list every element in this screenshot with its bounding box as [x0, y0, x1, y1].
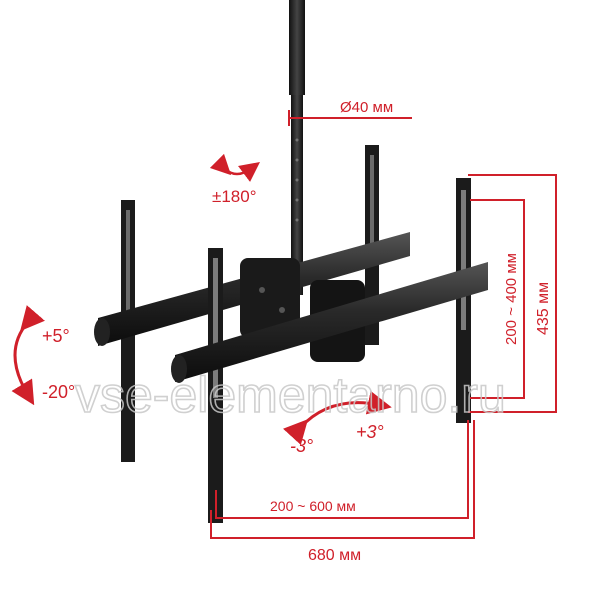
roll-minus-label: -3°: [290, 436, 313, 456]
roll-plus-label: +3°: [356, 422, 384, 442]
front-crossbar: [175, 262, 488, 382]
front-left-rail: [208, 248, 223, 523]
pole-holes: [295, 138, 299, 222]
tilt-arrow-icon: [11, 305, 45, 406]
width-total-label: 680 мм: [308, 547, 361, 564]
swivel-arrow-icon: [209, 153, 261, 182]
pole-diameter-dimension: [288, 110, 412, 126]
roll-arrow-icon: [283, 390, 392, 445]
tilt-down-label: -20°: [42, 382, 75, 402]
ceiling-pole: [289, 0, 305, 95]
tilt-up-label: +5°: [42, 326, 70, 346]
front-right-rail: [456, 178, 471, 423]
height-total-label: 435 мм: [535, 282, 552, 335]
watermark: vse-elementarno.ru: [75, 367, 506, 423]
vesa-horizontal-label: 200 ~ 600 мм: [270, 498, 356, 514]
swivel-label: ±180°: [212, 187, 257, 206]
vertical-dimensions: [468, 174, 557, 413]
vesa-vertical-label: 200 ~ 400 мм: [503, 253, 520, 345]
horizontal-dimensions: [210, 420, 475, 539]
pole-diameter-label: Ø40 мм: [340, 99, 393, 116]
ceiling-pole-inner: [291, 95, 303, 295]
